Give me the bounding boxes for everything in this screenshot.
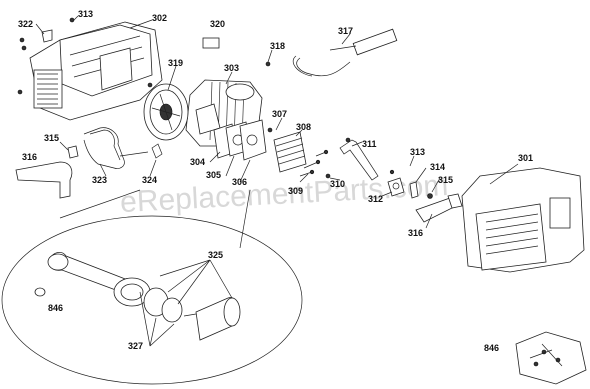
screws-309	[299, 149, 329, 177]
power-cord-317	[265, 28, 398, 77]
part-label-319: 319	[168, 58, 183, 68]
part-label-327: 327	[128, 341, 143, 351]
part-label-325: 325	[208, 250, 223, 260]
valve-plate-306	[239, 119, 267, 161]
part-label-304: 304	[190, 157, 205, 167]
part-label-316: 316	[22, 152, 37, 162]
kit-846-box	[515, 331, 587, 385]
part-label-309: 309	[288, 186, 303, 196]
part-label-324: 324	[142, 175, 157, 185]
hose-316-right	[415, 193, 463, 223]
part-label-323: 323	[92, 175, 107, 185]
nut-315-left	[67, 145, 79, 159]
part-label-310: 310	[330, 179, 345, 189]
part-label-318: 318	[270, 41, 285, 51]
part-label-315: 315	[438, 175, 453, 185]
screw-310	[325, 173, 331, 179]
part-label-315: 315	[44, 133, 59, 143]
fitting-314	[409, 181, 419, 199]
cylinder-head-308	[267, 127, 307, 173]
clip-322	[41, 29, 53, 43]
part-label-306: 306	[232, 177, 247, 187]
watermark-text: eReplacementParts.com	[119, 169, 449, 219]
nut-315-right	[427, 193, 433, 199]
clip-324	[151, 143, 163, 159]
part-label-320: 320	[210, 19, 225, 29]
part-label-846: 846	[484, 343, 499, 353]
rear-shroud-302	[29, 21, 163, 121]
part-label-305: 305	[206, 170, 221, 180]
part-label-303: 303	[224, 63, 239, 73]
motor-assembly-303	[185, 79, 263, 147]
leader-lines-inset	[139, 259, 233, 347]
part-label-313: 313	[410, 147, 425, 157]
valve-312	[387, 169, 405, 197]
part-label-316: 316	[408, 228, 423, 238]
inset-connecting-rod	[1, 189, 303, 385]
part-label-314: 314	[430, 162, 445, 172]
block-320	[202, 37, 220, 49]
part-label-311: 311	[362, 139, 377, 149]
bracket-311	[339, 137, 379, 181]
part-label-301: 301	[518, 153, 533, 163]
part-label-307: 307	[272, 109, 287, 119]
part-label-312: 312	[368, 194, 383, 204]
front-shroud-301	[461, 167, 585, 273]
part-label-317: 317	[338, 26, 353, 36]
fan-319	[143, 83, 189, 141]
part-label-308: 308	[296, 122, 311, 132]
part-label-846: 846	[48, 303, 63, 313]
part-label-313: 313	[78, 9, 93, 19]
label-leaders	[35, 15, 519, 229]
part-label-302: 302	[152, 13, 167, 23]
hose-316-left	[15, 161, 73, 199]
hose-323	[83, 127, 149, 169]
part-label-322: 322	[18, 19, 33, 29]
